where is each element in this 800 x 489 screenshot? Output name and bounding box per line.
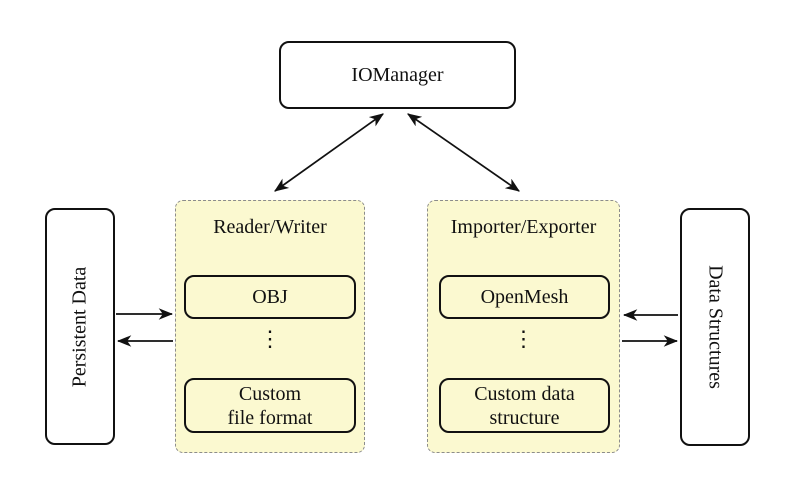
openmesh-label: OpenMesh (480, 286, 569, 308)
persistent-data-label: Persistent Data (68, 266, 91, 387)
vertical-ellipsis-left: ⋮ (259, 326, 281, 351)
custom-file-format-line2: file format (227, 406, 313, 429)
node-persistent-data: Persistent Data (45, 208, 115, 445)
iomanager-label: IOManager (351, 63, 444, 86)
node-iomanager: IOManager (279, 41, 516, 109)
panel-reader-writer-title: Reader/Writer (213, 216, 327, 238)
connector-iomanager-importerexporter (407, 113, 520, 192)
custom-file-format-line1: Custom (238, 382, 302, 405)
data-structures-label: Data Structures (704, 265, 727, 389)
obj-label: OBJ (252, 286, 288, 308)
connector-iomanager-readerwriter (274, 113, 384, 192)
node-openmesh: OpenMesh (439, 275, 610, 319)
node-custom-file-format: Custom file format (184, 378, 356, 433)
node-data-structures: Data Structures (680, 208, 750, 446)
vertical-ellipsis-right: ⋮ (512, 326, 535, 351)
node-custom-data-structure: Custom data structure (439, 378, 610, 433)
panel-reader-writer: Reader/Writer OBJ ⋮ Custom file format (175, 200, 365, 453)
custom-data-structure-line1: Custom data (474, 382, 575, 405)
panel-importer-exporter: Importer/Exporter OpenMesh ⋮ Custom data… (427, 200, 620, 453)
custom-data-structure-line2: structure (489, 406, 560, 429)
panel-importer-exporter-title: Importer/Exporter (450, 216, 597, 238)
node-obj: OBJ (184, 275, 356, 319)
